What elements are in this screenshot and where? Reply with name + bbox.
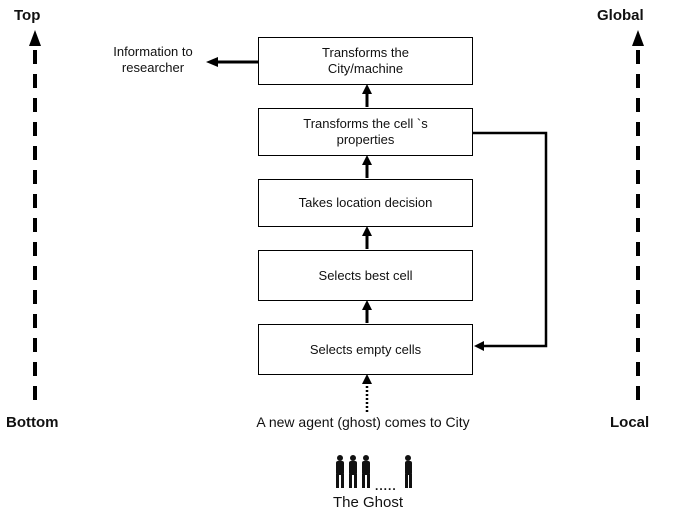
flow-arrow-1 <box>362 84 372 107</box>
box-selects-empty-cells: Selects empty cells <box>258 324 473 375</box>
flow-arrow-4 <box>362 300 372 323</box>
box-transforms-city-label: Transforms the City/machine <box>322 45 409 76</box>
output-arrow <box>206 57 258 67</box>
axis-local-label: Local <box>610 414 650 431</box>
box-selects-best-cell: Selects best cell <box>258 250 473 301</box>
box-selects-best-cell-label: Selects best cell <box>318 267 413 283</box>
box-selects-empty-cells-label: Selects empty cells <box>309 341 422 357</box>
ghost-figures-icon <box>336 455 412 488</box>
entry-arrow <box>362 374 372 412</box>
axis-global-label: Global <box>597 7 644 24</box>
feedback-loop-arrow <box>473 131 548 351</box>
ghost-dots: ..... <box>375 479 397 493</box>
box-location-decision: Takes location decision <box>258 179 473 227</box>
flow-arrow-3 <box>362 226 372 249</box>
left-axis-arrow <box>29 30 41 400</box>
box-transforms-cell-properties-label: Transforms the cell `s properties <box>303 116 428 147</box>
axis-bottom-label: Bottom <box>6 414 59 431</box>
axis-top-label: Top <box>14 7 41 24</box>
box-location-decision-label: Takes location decision <box>298 195 433 210</box>
researcher-output-label: Information to researcher <box>113 44 193 75</box>
ghost-caption: The Ghost <box>332 494 404 511</box>
box-transforms-city: Transforms the City/machine <box>258 37 473 85</box>
box-transforms-cell-properties: Transforms the cell `s properties <box>258 108 473 156</box>
flow-arrow-2 <box>362 155 372 178</box>
right-axis-arrow <box>632 30 644 400</box>
entry-label: A new agent (ghost) comes to City <box>256 414 470 430</box>
